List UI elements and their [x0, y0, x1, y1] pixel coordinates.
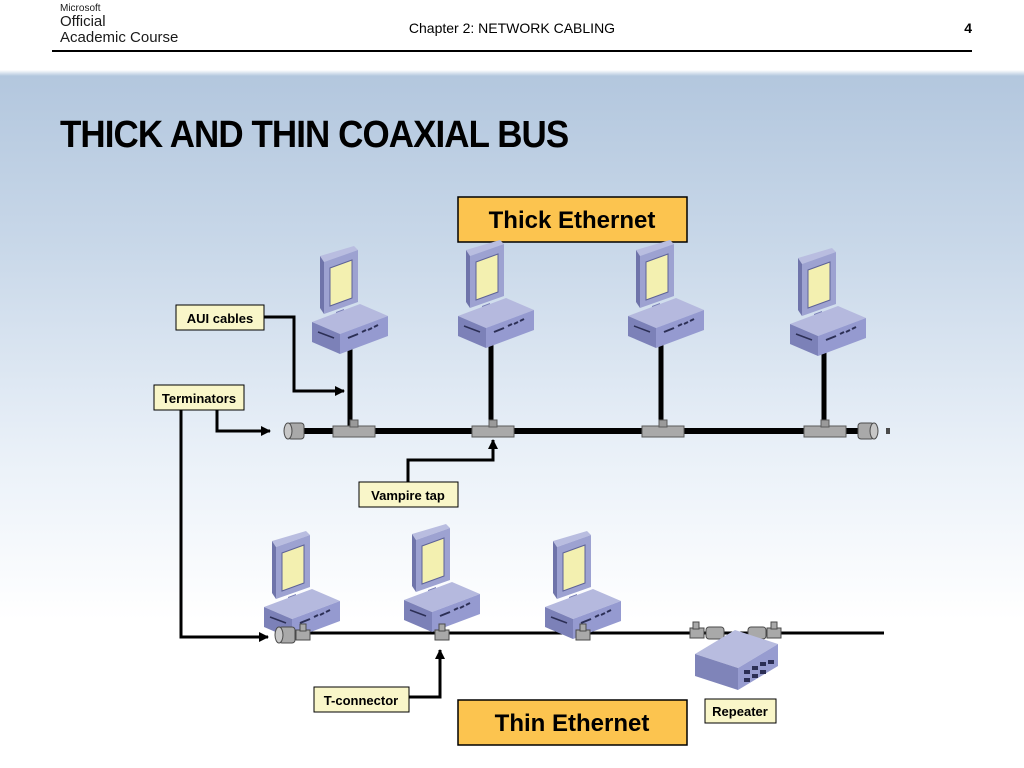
- vampire-tap-icon: [803, 419, 847, 438]
- terminators-callout: Terminators: [153, 384, 271, 642]
- aui-cables-text: AUI cables: [187, 311, 253, 326]
- thin-ethernet-text: Thin Ethernet: [495, 710, 650, 737]
- repeater-text: Repeater: [712, 704, 768, 719]
- brand-microsoft: Microsoft: [60, 3, 101, 14]
- terminators-text: Terminators: [162, 391, 236, 406]
- computer-workstation-icon: [311, 245, 389, 355]
- vampire-tap-icon: [641, 419, 685, 438]
- computer-workstation-icon: [544, 530, 622, 640]
- thick-ethernet-label: Thick Ethernet: [457, 196, 688, 243]
- header-divider: [52, 50, 972, 52]
- aui-drop-cables: [347, 332, 827, 426]
- vampire-tap-icon: [471, 419, 515, 438]
- t-connector-callout: T-connector: [313, 649, 445, 713]
- terminator-icon: [274, 626, 296, 644]
- repeater-device-icon: [695, 630, 778, 690]
- vampire-tap-callout: Vampire tap: [358, 439, 498, 508]
- computer-workstation-icon: [627, 239, 705, 349]
- chapter-title: Chapter 2: NETWORK CABLING: [408, 20, 616, 36]
- terminator-icon: [857, 422, 879, 440]
- computer-workstation-icon: [789, 247, 867, 357]
- repeater-callout: Repeater: [704, 698, 777, 724]
- computer-workstation-icon: [403, 523, 481, 633]
- vampire-tap-icon: [332, 419, 376, 438]
- slide-header: Microsoft Official Academic Course Chapt…: [0, 0, 1024, 54]
- thin-ethernet-label: Thin Ethernet: [457, 699, 688, 746]
- thick-ethernet-text: Thick Ethernet: [489, 207, 656, 234]
- page-number: 4: [964, 20, 972, 36]
- aui-cables-callout: AUI cables: [175, 304, 345, 396]
- microsoft-logo: Microsoft Official Academic Course: [60, 4, 178, 46]
- t-connector-text: T-connector: [324, 693, 398, 708]
- brand-official: Official: [60, 13, 106, 30]
- brand-academic-course: Academic Course: [60, 29, 179, 46]
- terminator-icon: [283, 422, 305, 440]
- slide-title: THICK AND THIN COAXIAL BUS: [60, 114, 569, 156]
- computer-workstation-icon: [263, 530, 341, 640]
- vampire-tap-text: Vampire tap: [371, 488, 445, 503]
- computer-workstation-icon: [457, 239, 535, 349]
